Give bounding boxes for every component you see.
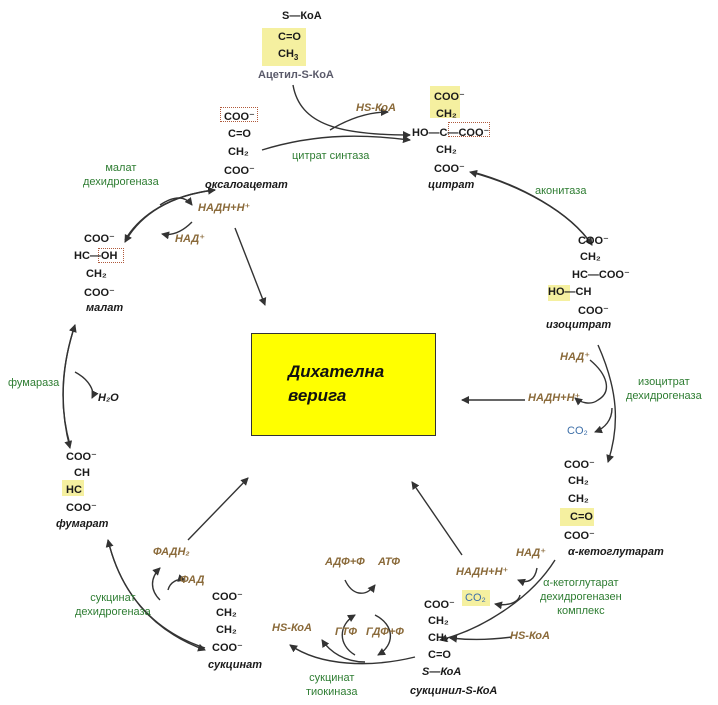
arrow-fumarase <box>62 324 77 446</box>
fumarate-row-2: CH <box>74 467 90 479</box>
malate-row-1: COO⁻ <box>84 233 115 245</box>
isocitrate-name: изоцитрат <box>546 319 612 331</box>
fumarate-row-4: COO⁻ <box>66 502 97 514</box>
ketoglutarate-name: α-кетоглутарат <box>568 546 664 558</box>
fumarate-row-1: COO⁻ <box>66 451 97 463</box>
enzyme-mdh: малат дехидрогеназа <box>83 162 159 188</box>
arrow-icdh <box>597 344 617 463</box>
succinate-name: сукцинат <box>208 659 263 671</box>
co2-highlight <box>462 590 490 606</box>
enzyme-icdh: изоцитрат дехидрогеназа <box>626 376 702 402</box>
succinate-row-4: COO⁻ <box>212 642 243 654</box>
isocitrate-row-4: HO—CH <box>548 286 592 298</box>
respiratory-chain-label-2: верига <box>288 386 347 405</box>
oaa-row-2: C=O <box>228 128 251 140</box>
acetyl-row-co: C=O <box>278 31 301 43</box>
akg-row-1: COO⁻ <box>564 459 595 471</box>
respiratory-chain-box: Дихателна верига <box>251 333 436 436</box>
enzyme-aconitase: аконитаза <box>535 185 587 197</box>
akg-row-5: COO⁻ <box>564 530 595 542</box>
oaa-row-3: CH₂ <box>228 146 249 158</box>
citrate-mark <box>448 122 490 137</box>
malate-mark <box>98 248 124 263</box>
cofactor-hscoa-sct: HS-КоА <box>272 622 312 634</box>
cofactor-nad-icdh: НАД⁺ <box>560 351 591 363</box>
enzyme-citrate-synthase: цитрат синтаза <box>292 150 370 162</box>
isocitrate-row-3: HC—COO⁻ <box>572 269 630 281</box>
enzyme-akgdh: α-кетоглутарат дехидрогеназен комплекс <box>540 577 622 617</box>
cofactor-gtp: ГТФ <box>335 626 357 638</box>
cofactor-hscoa-akgdh: HS-КоА <box>510 630 550 642</box>
succ-coa-row-5: S—КоА <box>422 666 462 678</box>
cofactor-hscoa-citrate: HS-КоА <box>356 102 396 114</box>
isocitrate-row-2: CH₂ <box>580 251 601 263</box>
cofactor-nad-mdh: НАД⁺ <box>175 233 206 245</box>
citrate-row-2: CH₂ <box>436 108 457 120</box>
arrow-acetyl-to-citrate <box>292 84 411 139</box>
acetyl-row-scoa: S—КоА <box>282 10 322 22</box>
acetyl-coa-name: Ацетил-S-КоА <box>258 69 334 81</box>
oaa-row-1: COO⁻ <box>224 111 255 123</box>
isocitrate-highlight <box>548 285 570 301</box>
cofactor-nadh-mdh: НАДН+Н⁺ <box>198 202 251 214</box>
arrow-fadh2-to-chain <box>187 477 249 541</box>
acetyl-highlight <box>262 28 306 66</box>
arrow-oaa-to-citrate <box>261 135 411 151</box>
succ-coa-row-4: C=O <box>428 649 451 661</box>
enzyme-succinyl-coa-synthetase: сукцинат тиокиназа <box>306 672 358 698</box>
isocitrate-row-1: COO⁻ <box>578 235 609 247</box>
cofactor-co2-icdh: CO₂ <box>567 425 588 437</box>
cofactor-nad-akgdh: НАД⁺ <box>516 547 547 559</box>
fumarate-row-3: HC <box>66 484 82 496</box>
malate-name: малат <box>86 302 124 314</box>
arrow-nadh-to-chain-3 <box>411 481 463 556</box>
citrate-name: цитрат <box>428 179 475 191</box>
succinate-row-2: CH₂ <box>216 607 237 619</box>
acetyl-row-ch3: CH <box>278 48 294 60</box>
succ-coa-row-1: COO⁻ <box>424 599 455 611</box>
respiratory-chain-label-1: Дихателна <box>288 362 385 381</box>
arrow-aconitase <box>472 171 593 246</box>
cofactor-fadh2: ФАДН₂ <box>153 546 190 558</box>
ketoglutarate-highlight <box>560 508 594 526</box>
cofactor-adp: АДФ+Ф <box>325 556 365 568</box>
oxaloacetate-name: оксалоацетат <box>205 179 288 191</box>
malate-row-2: HC—OH <box>74 250 118 262</box>
cofactor-co2-akgdh: CO₂ <box>465 592 486 604</box>
cofactor-nadh-icdh: НАДН+Н⁺ <box>528 392 581 404</box>
citrate-row-5: COO⁻ <box>434 163 465 175</box>
malate-row-4: COO⁻ <box>84 287 115 299</box>
arrow-hscoa-release <box>329 108 389 131</box>
cofactor-nadh-akgdh: НАДН+Н⁺ <box>456 566 509 578</box>
succinylcoa-name: сукцинил-S-КоА <box>410 685 498 697</box>
malate-row-3: CH₂ <box>86 268 107 280</box>
fumarate-highlight <box>62 480 84 496</box>
cofactor-atp: АТФ <box>378 556 400 568</box>
citrate-row-3: HO—C—COO⁻ <box>412 127 490 139</box>
citrate-row-1: COO⁻ <box>434 91 465 103</box>
akg-row-2: CH₂ <box>568 475 589 487</box>
enzyme-fumarase: фумараза <box>8 377 60 389</box>
isocitrate-row-5: COO⁻ <box>578 305 609 317</box>
enzyme-sdh: сукцинат дехидрогеназа <box>75 592 151 618</box>
oaa-row-4: COO⁻ <box>224 165 255 177</box>
cofactor-fad: ФАД <box>180 574 205 586</box>
succinate-row-1: COO⁻ <box>212 591 243 603</box>
arrow-nadh-to-chain-1 <box>234 227 267 306</box>
cofactor-gdp: ГДФ+Ф <box>366 626 404 638</box>
citrate-highlight <box>430 86 460 118</box>
fumarate-name: фумарат <box>56 518 109 530</box>
succ-coa-row-3: CH₂ <box>428 632 449 644</box>
succ-coa-row-2: CH₂ <box>428 615 449 627</box>
oxaloacetate-mark <box>220 107 258 122</box>
cofactor-h2o: H₂O <box>98 392 119 404</box>
succinate-row-3: CH₂ <box>216 624 237 636</box>
arrow-sct <box>289 644 416 665</box>
citrate-row-4: CH₂ <box>436 144 457 156</box>
akg-row-4: C=O <box>570 511 593 523</box>
akg-row-3: CH₂ <box>568 493 589 505</box>
